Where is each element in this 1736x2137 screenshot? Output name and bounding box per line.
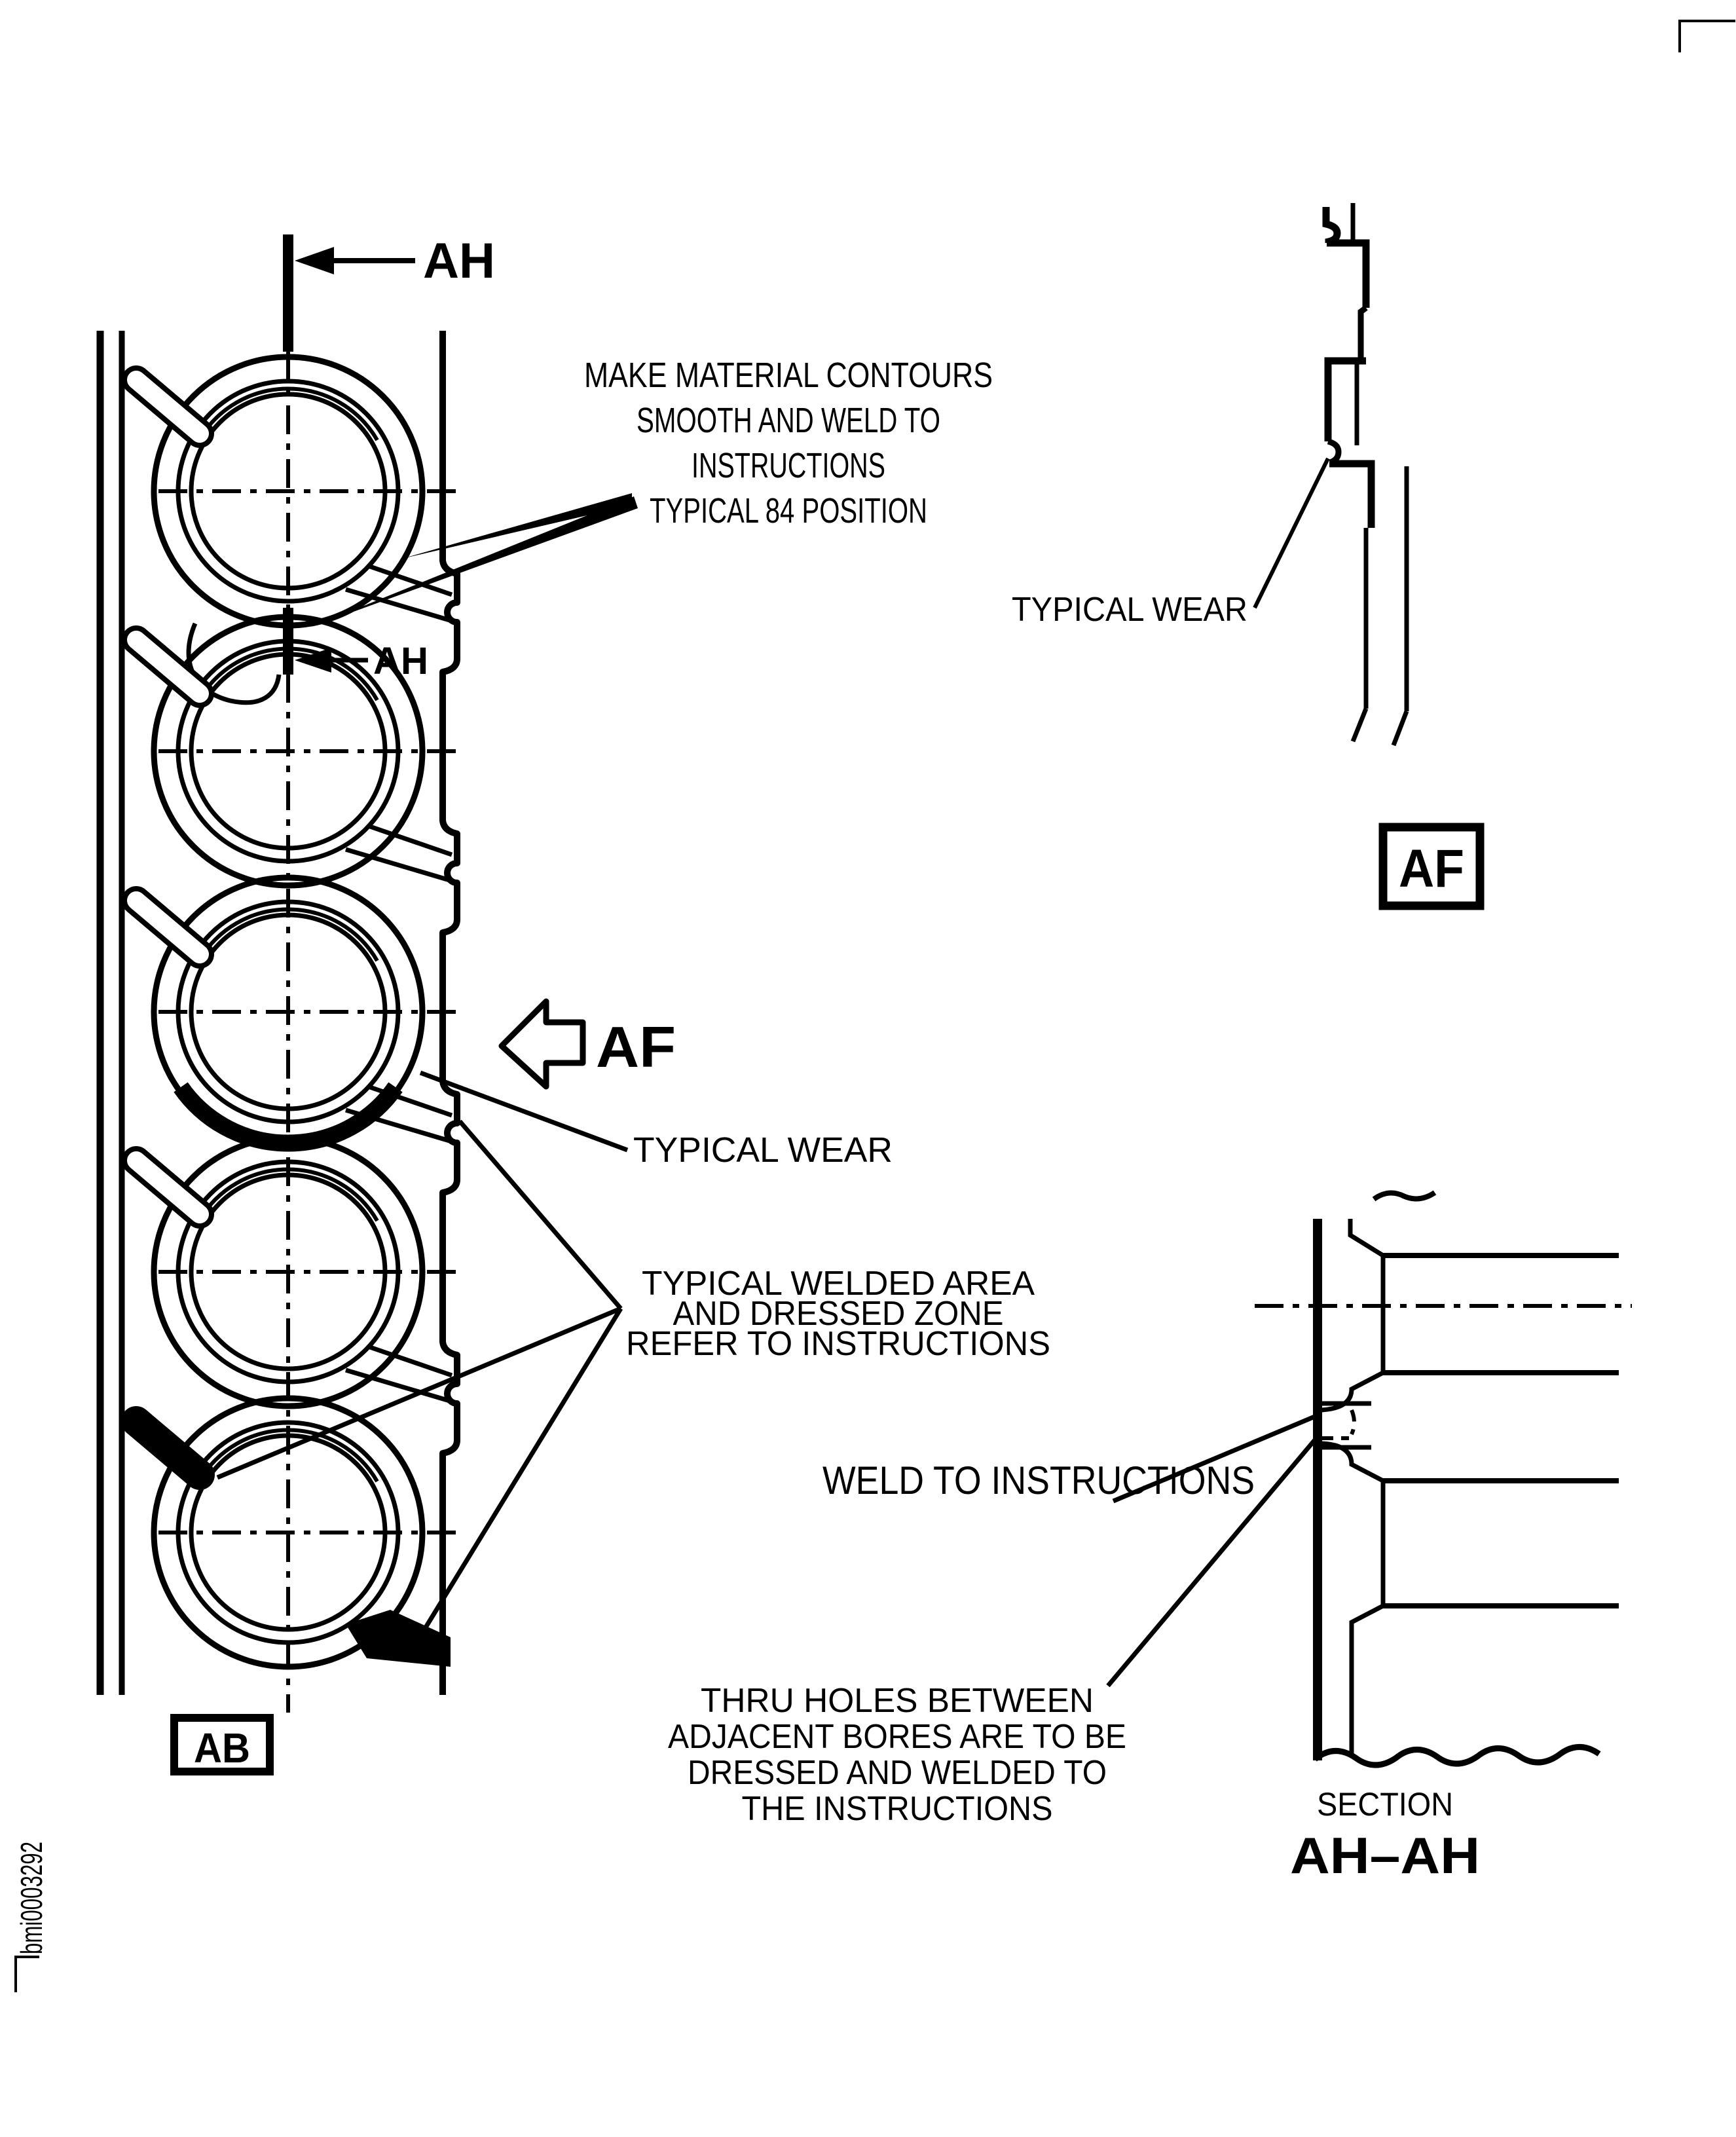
bore-5 bbox=[121, 1395, 462, 1670]
annotations-section: WELD TO INSTRUCTIONS THRU HOLES BETWEEN … bbox=[668, 1413, 1318, 1828]
note-line: INSTRUCTIONS bbox=[692, 446, 885, 485]
corner-mark-bottom-left bbox=[14, 1956, 39, 1992]
note-line: MAKE MATERIAL CONTOURS bbox=[584, 356, 993, 395]
welded-ear-lug bbox=[121, 1406, 215, 1490]
af-label-arrow: AF bbox=[596, 1014, 676, 1079]
bore-3 bbox=[122, 874, 462, 1152]
note-weld-to-instructions: WELD TO INSTRUCTIONS bbox=[822, 1413, 1318, 1504]
note-make-contours: MAKE MATERIAL CONTOURS SMOOTH AND WELD T… bbox=[310, 356, 993, 627]
note-thru-holes: THRU HOLES BETWEEN ADJACENT BORES ARE TO… bbox=[668, 1436, 1318, 1828]
af-detail-box-label: AF bbox=[1378, 823, 1485, 910]
section-name: AH–AH bbox=[1290, 1827, 1480, 1884]
note-line: TYPICAL WEAR bbox=[1012, 591, 1247, 629]
side-view-ab: AH AH AF AB bbox=[96, 233, 676, 1775]
detail-view-af: TYPICAL WEAR AF bbox=[1012, 203, 1485, 910]
break-line-bottom bbox=[1313, 1744, 1601, 1768]
ab-view-label: AB bbox=[170, 1714, 274, 1775]
page-corner-marks bbox=[14, 20, 1735, 1992]
note-line: THE INSTRUCTIONS bbox=[742, 1790, 1053, 1828]
note-line: REFER TO INSTRUCTIONS bbox=[626, 1325, 1050, 1363]
right-wall-profile bbox=[439, 331, 460, 1695]
bore-4 bbox=[122, 1134, 462, 1409]
annotations-left: MAKE MATERIAL CONTOURS SMOOTH AND WELD T… bbox=[216, 356, 1050, 1637]
leader-sliver bbox=[310, 496, 638, 627]
note-line: DRESSED AND WELDED TO bbox=[688, 1754, 1107, 1792]
leader-line bbox=[1253, 457, 1330, 609]
note-line: SMOOTH AND WELD TO bbox=[637, 401, 940, 440]
ah-cutting-plane-mid: AH bbox=[283, 608, 428, 682]
typical-wear-hatched-rim bbox=[174, 1082, 403, 1152]
material-contour-bulge bbox=[186, 622, 282, 705]
ab-label: AB bbox=[194, 1724, 250, 1772]
note-line: ADJACENT BORES ARE TO BE bbox=[668, 1718, 1126, 1756]
leader-line bbox=[1112, 1413, 1318, 1504]
note-line: TYPICAL WELDED AREA bbox=[642, 1265, 1035, 1303]
note-line: TYPICAL WEAR bbox=[633, 1130, 893, 1170]
break-line-top bbox=[1372, 1190, 1437, 1202]
leader-fan bbox=[216, 1119, 623, 1637]
open-arrow-icon bbox=[498, 998, 586, 1090]
note-line: TYPICAL 84 POSITION bbox=[650, 491, 927, 530]
af-view-arrow: AF bbox=[498, 998, 676, 1090]
bore-web bbox=[369, 824, 453, 857]
note-welded-area: TYPICAL WELDED AREA AND DRESSED ZONE REF… bbox=[216, 1119, 1050, 1637]
bore-2 bbox=[122, 614, 462, 889]
left-edge-lines bbox=[96, 331, 125, 1695]
welded-web-zone bbox=[346, 1610, 451, 1667]
ah-arrowhead bbox=[295, 648, 331, 673]
corner-mark-top-right bbox=[1678, 20, 1735, 52]
ah-cutting-plane-top: AH bbox=[283, 233, 495, 352]
figure-code: bmi0003292 bbox=[14, 1842, 48, 1954]
note-typical-wear-left: TYPICAL WEAR bbox=[419, 1070, 893, 1170]
bore-1 bbox=[122, 354, 462, 629]
ah-label-top: AH bbox=[423, 233, 495, 289]
section-label: SECTION bbox=[1317, 1786, 1453, 1823]
note-line: THRU HOLES BETWEEN bbox=[701, 1682, 1094, 1720]
leader-line bbox=[1106, 1436, 1318, 1688]
ah-arrowhead bbox=[295, 247, 334, 274]
section-ah-ah-view: SECTION AH–AH bbox=[1255, 1190, 1632, 1884]
af-label-box: AF bbox=[1399, 839, 1464, 899]
bore-web bbox=[369, 1345, 453, 1378]
note-line: AND DRESSED ZONE bbox=[673, 1295, 1004, 1333]
bore-web bbox=[369, 564, 453, 597]
leader-sliver bbox=[402, 493, 632, 559]
note-typical-wear-right: TYPICAL WEAR bbox=[1012, 591, 1247, 629]
ah-label-mid: AH bbox=[373, 640, 428, 682]
thru-hole-hidden-line bbox=[1350, 1409, 1356, 1436]
note-line: WELD TO INSTRUCTIONS bbox=[822, 1459, 1255, 1502]
wear-notch bbox=[1322, 207, 1341, 246]
leader-line bbox=[419, 1070, 629, 1153]
